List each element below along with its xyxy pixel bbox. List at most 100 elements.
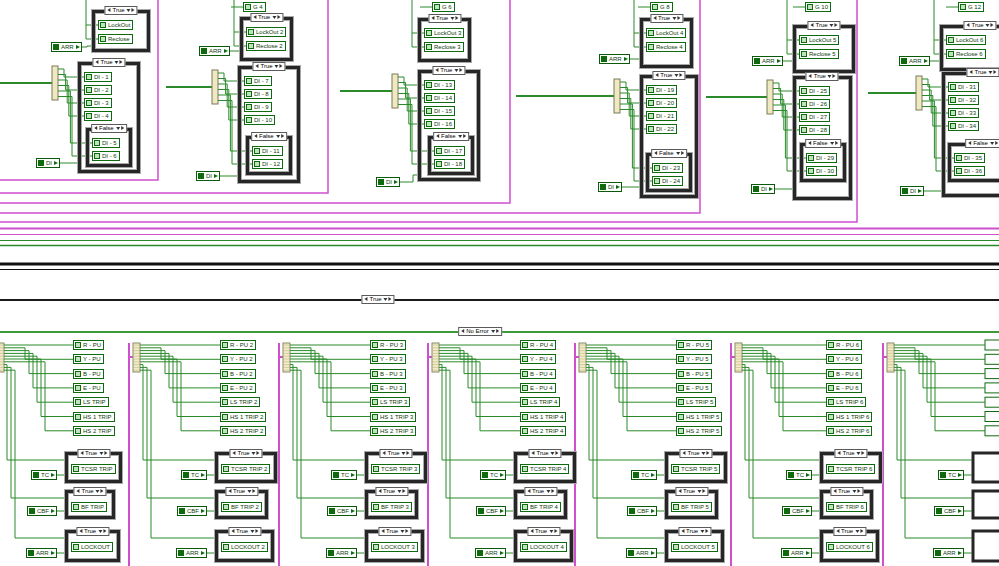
indicator-terminal: DI - 35 — [954, 153, 985, 163]
terminal-label: E - PU — [83, 385, 101, 391]
case-structure: TrueDI - 1DI - 2DI - 3DI - 4FalseDI - 5D… — [78, 62, 140, 173]
cluster-wire — [0, 0, 857, 222]
indicator-terminal: HS 1 TRIP 2 — [220, 412, 266, 422]
case-structure: TrueTCSR TRIP 5 — [665, 452, 727, 483]
terminal-icon — [75, 356, 81, 362]
indicator-terminal: B - PU 5 — [676, 369, 712, 379]
indicator-terminal: LOCKOUT 3 — [371, 542, 418, 552]
indicator-terminal: LockOut 3 — [424, 28, 464, 38]
terminal-label: Y - PU 3 — [380, 356, 403, 362]
terminal-icon — [75, 385, 81, 391]
indicator-terminal: LS TRIP 5 — [676, 397, 716, 407]
case-name: True — [85, 450, 97, 456]
indicator-terminal: R - PU 3 — [370, 340, 406, 350]
dropdown-arrow — [830, 24, 834, 27]
terminal-label: HS 2 TRIP 5 — [686, 428, 719, 434]
indicator-terminal: HS 1 TRIP 6 — [826, 412, 872, 422]
terminal-label: ARR — [636, 550, 649, 556]
boolean-wire — [60, 163, 78, 164]
terminal-label: BF TRIP — [81, 504, 104, 510]
terminal-icon — [75, 399, 81, 405]
terminal-icon — [600, 184, 606, 190]
decrement-arrow — [254, 134, 257, 138]
indicator-terminal: E - PU 2 — [220, 383, 256, 393]
output-arrow — [651, 551, 655, 555]
boolean-wire — [586, 356, 676, 402]
terminal-label: DI - 1 — [94, 74, 109, 80]
terminal-icon — [678, 414, 684, 420]
unbundle-terminal — [579, 359, 586, 360]
selector-label: True — [650, 14, 683, 23]
case-name: True — [838, 488, 850, 494]
boolean-array-wire — [0, 82, 52, 84]
unbundle-terminal — [133, 370, 140, 371]
unbundle-terminal — [579, 370, 586, 371]
indicator-terminal: R - PU 2 — [220, 340, 256, 350]
output-arrow — [806, 551, 810, 555]
terminal-icon — [75, 428, 81, 434]
indicator-terminal: B - PU 6 — [826, 369, 862, 379]
unbundle-terminal — [133, 356, 140, 357]
unbundle-terminal — [133, 350, 140, 351]
decrement-arrow — [79, 529, 82, 533]
terminal-label: DI - 9 — [254, 104, 269, 110]
terminal-icon — [28, 550, 34, 556]
indicator-terminal: HS 2 TRIP 4 — [520, 426, 566, 436]
indicator-terminal — [985, 369, 999, 379]
terminal-label: CBF — [337, 508, 349, 514]
unbundle-terminal — [283, 353, 290, 354]
indicator-terminal: DI - 19 — [646, 85, 677, 95]
decrement-arrow — [364, 297, 367, 301]
dropdown-arrow — [990, 142, 994, 145]
index-array-node — [392, 74, 398, 108]
terminal-label: LOCKOUT 6 — [836, 544, 870, 550]
unbundle-terminal — [283, 350, 290, 351]
terminal-icon — [960, 4, 966, 10]
indicator-terminal: DI - 6 — [92, 151, 120, 161]
terminal-icon — [678, 385, 684, 391]
boolean-wire — [894, 345, 985, 346]
terminal-label: DI - 26 — [809, 101, 827, 107]
case-structure: TrueTCSR TRIP 3 — [365, 452, 427, 483]
unbundle-terminal — [133, 364, 140, 365]
increment-arrow — [707, 451, 710, 455]
decrement-arrow — [80, 451, 83, 455]
constant-terminal: ARR — [176, 548, 207, 558]
output-arrow — [769, 187, 773, 191]
terminal-label: ARR — [209, 48, 222, 54]
terminal-icon — [522, 428, 528, 434]
cluster-wire — [0, 0, 700, 213]
cluster-wire — [129, 343, 133, 566]
terminal-label: R - PU 6 — [836, 342, 859, 348]
terminal-label: LOCKOUT 4 — [530, 544, 564, 550]
terminal-label: DI - 27 — [809, 114, 827, 120]
indicator-terminal: HS 1 TRIP — [73, 412, 115, 422]
terminal-label: G 12 — [968, 4, 981, 10]
dropdown-arrow — [454, 69, 458, 72]
selector-label: False — [251, 132, 287, 141]
increment-arrow — [257, 451, 260, 455]
terminal-label: Reclose — [108, 36, 130, 42]
terminal-label: DI - 5 — [102, 140, 117, 146]
terminal-label: DI - 28 — [809, 127, 827, 133]
dropdown-arrow — [250, 530, 254, 533]
terminal-icon — [53, 44, 59, 50]
terminal-icon — [86, 87, 92, 93]
increment-arrow — [556, 451, 559, 455]
indicator-terminal: DI - 25 — [799, 86, 830, 96]
unbundle-terminal — [887, 370, 894, 371]
terminal-icon — [201, 48, 207, 54]
output-arrow — [54, 161, 58, 165]
case-structure: TrueBF TRIP 5 — [665, 490, 718, 519]
selector-label: True — [225, 487, 258, 496]
unbundle-node — [0, 343, 4, 372]
selector-label: True — [229, 449, 262, 458]
decrement-arrow — [969, 70, 972, 74]
case-structure: TrueTCSR TRIP — [65, 452, 122, 483]
case-structure: TrueLOCKOUT 5 — [665, 530, 724, 562]
unbundle-terminal — [735, 359, 742, 360]
selector-label: True — [432, 66, 465, 75]
terminal-icon — [828, 385, 834, 391]
case-structure: TrueLockOut 2Reclose 2 — [240, 17, 293, 61]
dropdown-arrow — [491, 330, 495, 333]
